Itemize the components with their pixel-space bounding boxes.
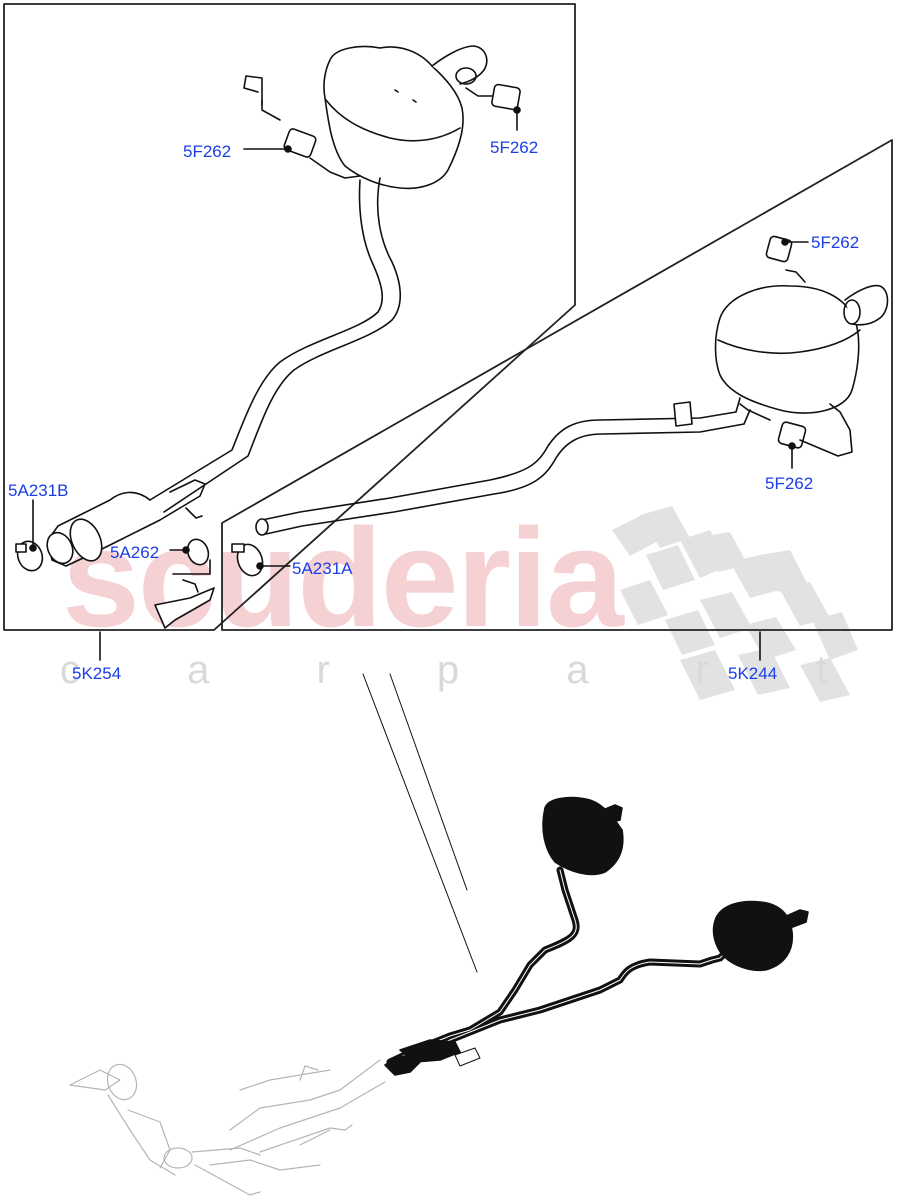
callout-5F262-right-hanger[interactable]: 5F262 (490, 138, 539, 157)
callout-5A231B-clamp[interactable]: 5A231B (8, 481, 69, 500)
group-label-5K244[interactable]: 5K244 (728, 664, 778, 683)
callout-5F262-upper-hanger[interactable]: 5F262 (811, 233, 860, 252)
group-label-5K254[interactable]: 5K254 (72, 664, 122, 683)
right-assembly-frame (221, 139, 893, 631)
callout-5A231A-clamp[interactable]: 5A231A (292, 559, 353, 578)
watermark-brand-text: scuderia (62, 499, 624, 656)
callout-5F262-lower-hanger[interactable]: 5F262 (765, 474, 814, 493)
callout-5F262-left-hanger[interactable]: 5F262 (183, 142, 232, 161)
left-assembly-frame (3, 3, 576, 631)
callout-5A262-insulator[interactable]: 5A262 (110, 543, 160, 562)
